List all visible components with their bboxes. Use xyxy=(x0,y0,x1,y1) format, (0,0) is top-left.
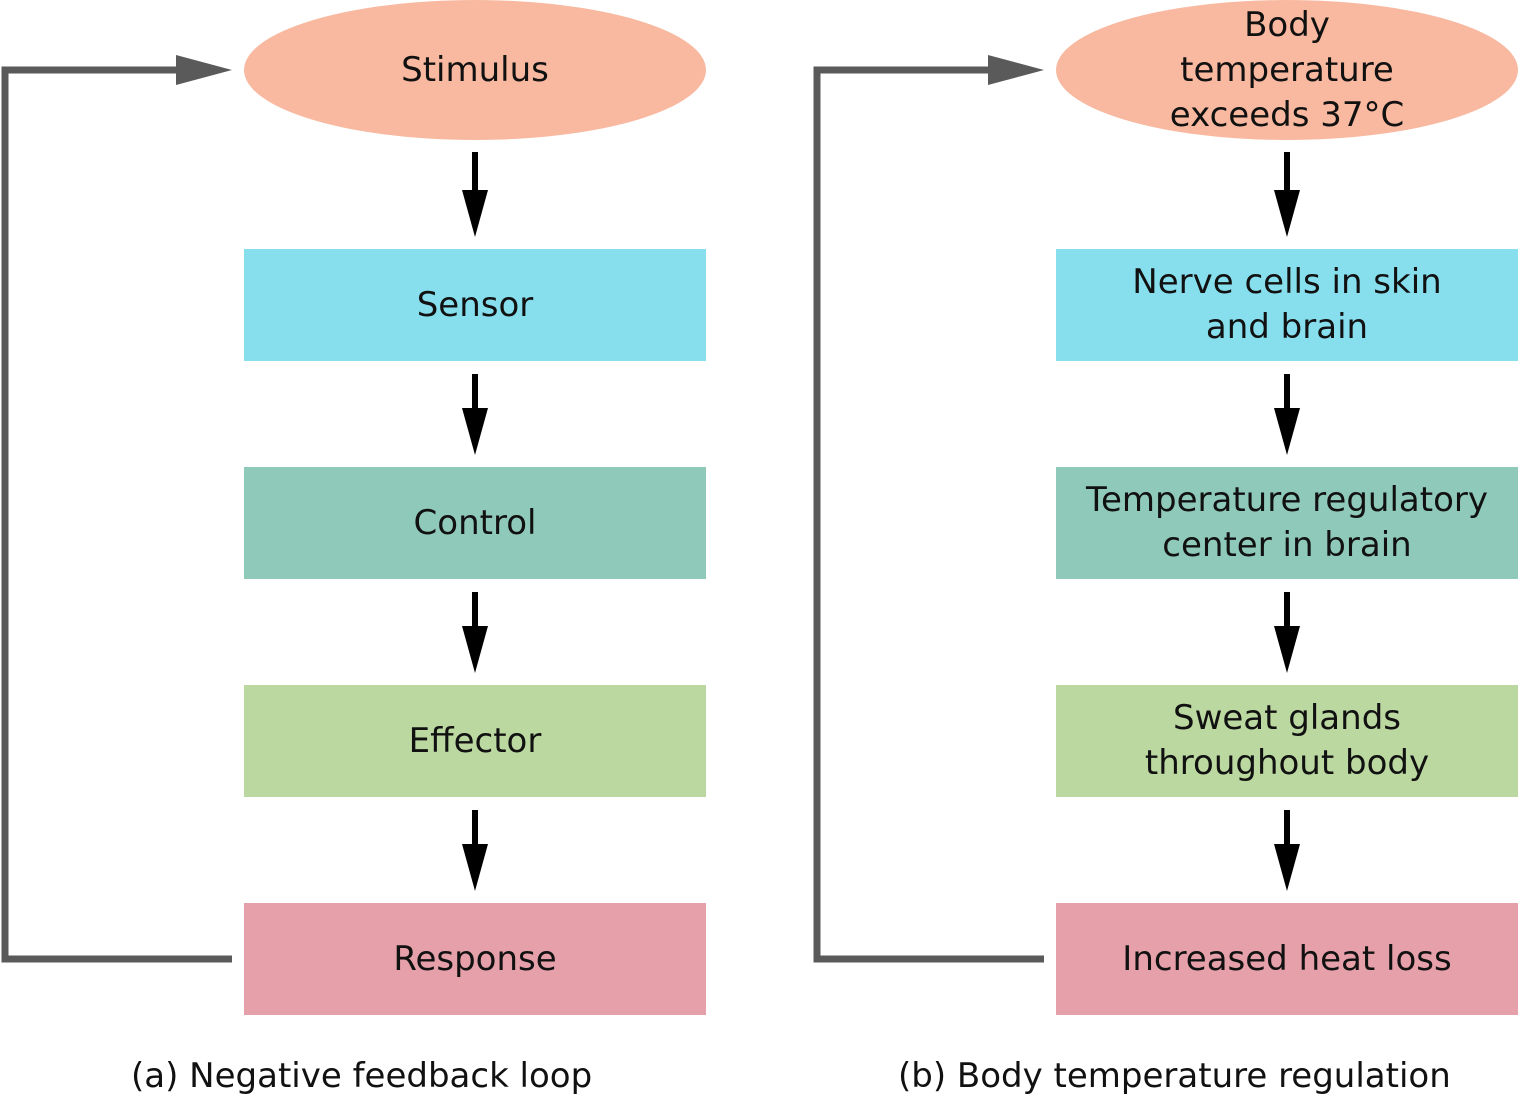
sensor-label: Sensor xyxy=(416,284,534,325)
arrow-b-control-to-effector xyxy=(1274,592,1300,673)
regulatory-center-label: Temperature regulatory center in brain xyxy=(1086,480,1488,565)
arrow-b-stimulus-to-sensor xyxy=(1274,152,1300,237)
regulatory-center-box: Temperature regulatory center in brain xyxy=(1056,467,1518,579)
panel-a-flow-arrows xyxy=(462,152,488,891)
panel-a-feedback-arrow xyxy=(1,55,232,963)
arrow-effector-to-response xyxy=(462,810,488,891)
effector-label: Effector xyxy=(408,720,542,761)
caption-b: (b) Body temperature regulation xyxy=(898,1056,1451,1096)
heat-loss-box: Increased heat loss xyxy=(1056,903,1518,1015)
body-temperature-label: Body temperature exceeds 37°C xyxy=(1169,4,1405,135)
panel-b-flow-arrows xyxy=(1274,152,1300,891)
response-box: Response xyxy=(244,903,706,1015)
body-temperature-node: Body temperature exceeds 37°C xyxy=(1056,0,1518,140)
sweat-glands-box: Sweat glands throughout body xyxy=(1056,685,1518,797)
control-label: Control xyxy=(413,502,537,543)
arrow-sensor-to-control xyxy=(462,374,488,455)
sweat-glands-label: Sweat glands throughout body xyxy=(1144,698,1430,783)
response-label: Response xyxy=(393,938,557,979)
effector-box: Effector xyxy=(244,685,706,797)
arrow-control-to-effector xyxy=(462,592,488,673)
stimulus-label: Stimulus xyxy=(401,49,549,90)
sensor-box: Sensor xyxy=(244,249,706,361)
arrow-stimulus-to-sensor xyxy=(462,152,488,237)
nerve-cells-box: Nerve cells in skin and brain xyxy=(1056,249,1518,361)
heat-loss-label: Increased heat loss xyxy=(1122,938,1452,979)
stimulus-node: Stimulus xyxy=(244,0,706,140)
panel-b-feedback-arrow xyxy=(813,55,1044,963)
arrow-b-effector-to-response xyxy=(1274,810,1300,891)
caption-a: (a) Negative feedback loop xyxy=(131,1056,593,1096)
control-box: Control xyxy=(244,467,706,579)
nerve-cells-label: Nerve cells in skin and brain xyxy=(1132,262,1442,347)
arrow-b-sensor-to-control xyxy=(1274,374,1300,455)
